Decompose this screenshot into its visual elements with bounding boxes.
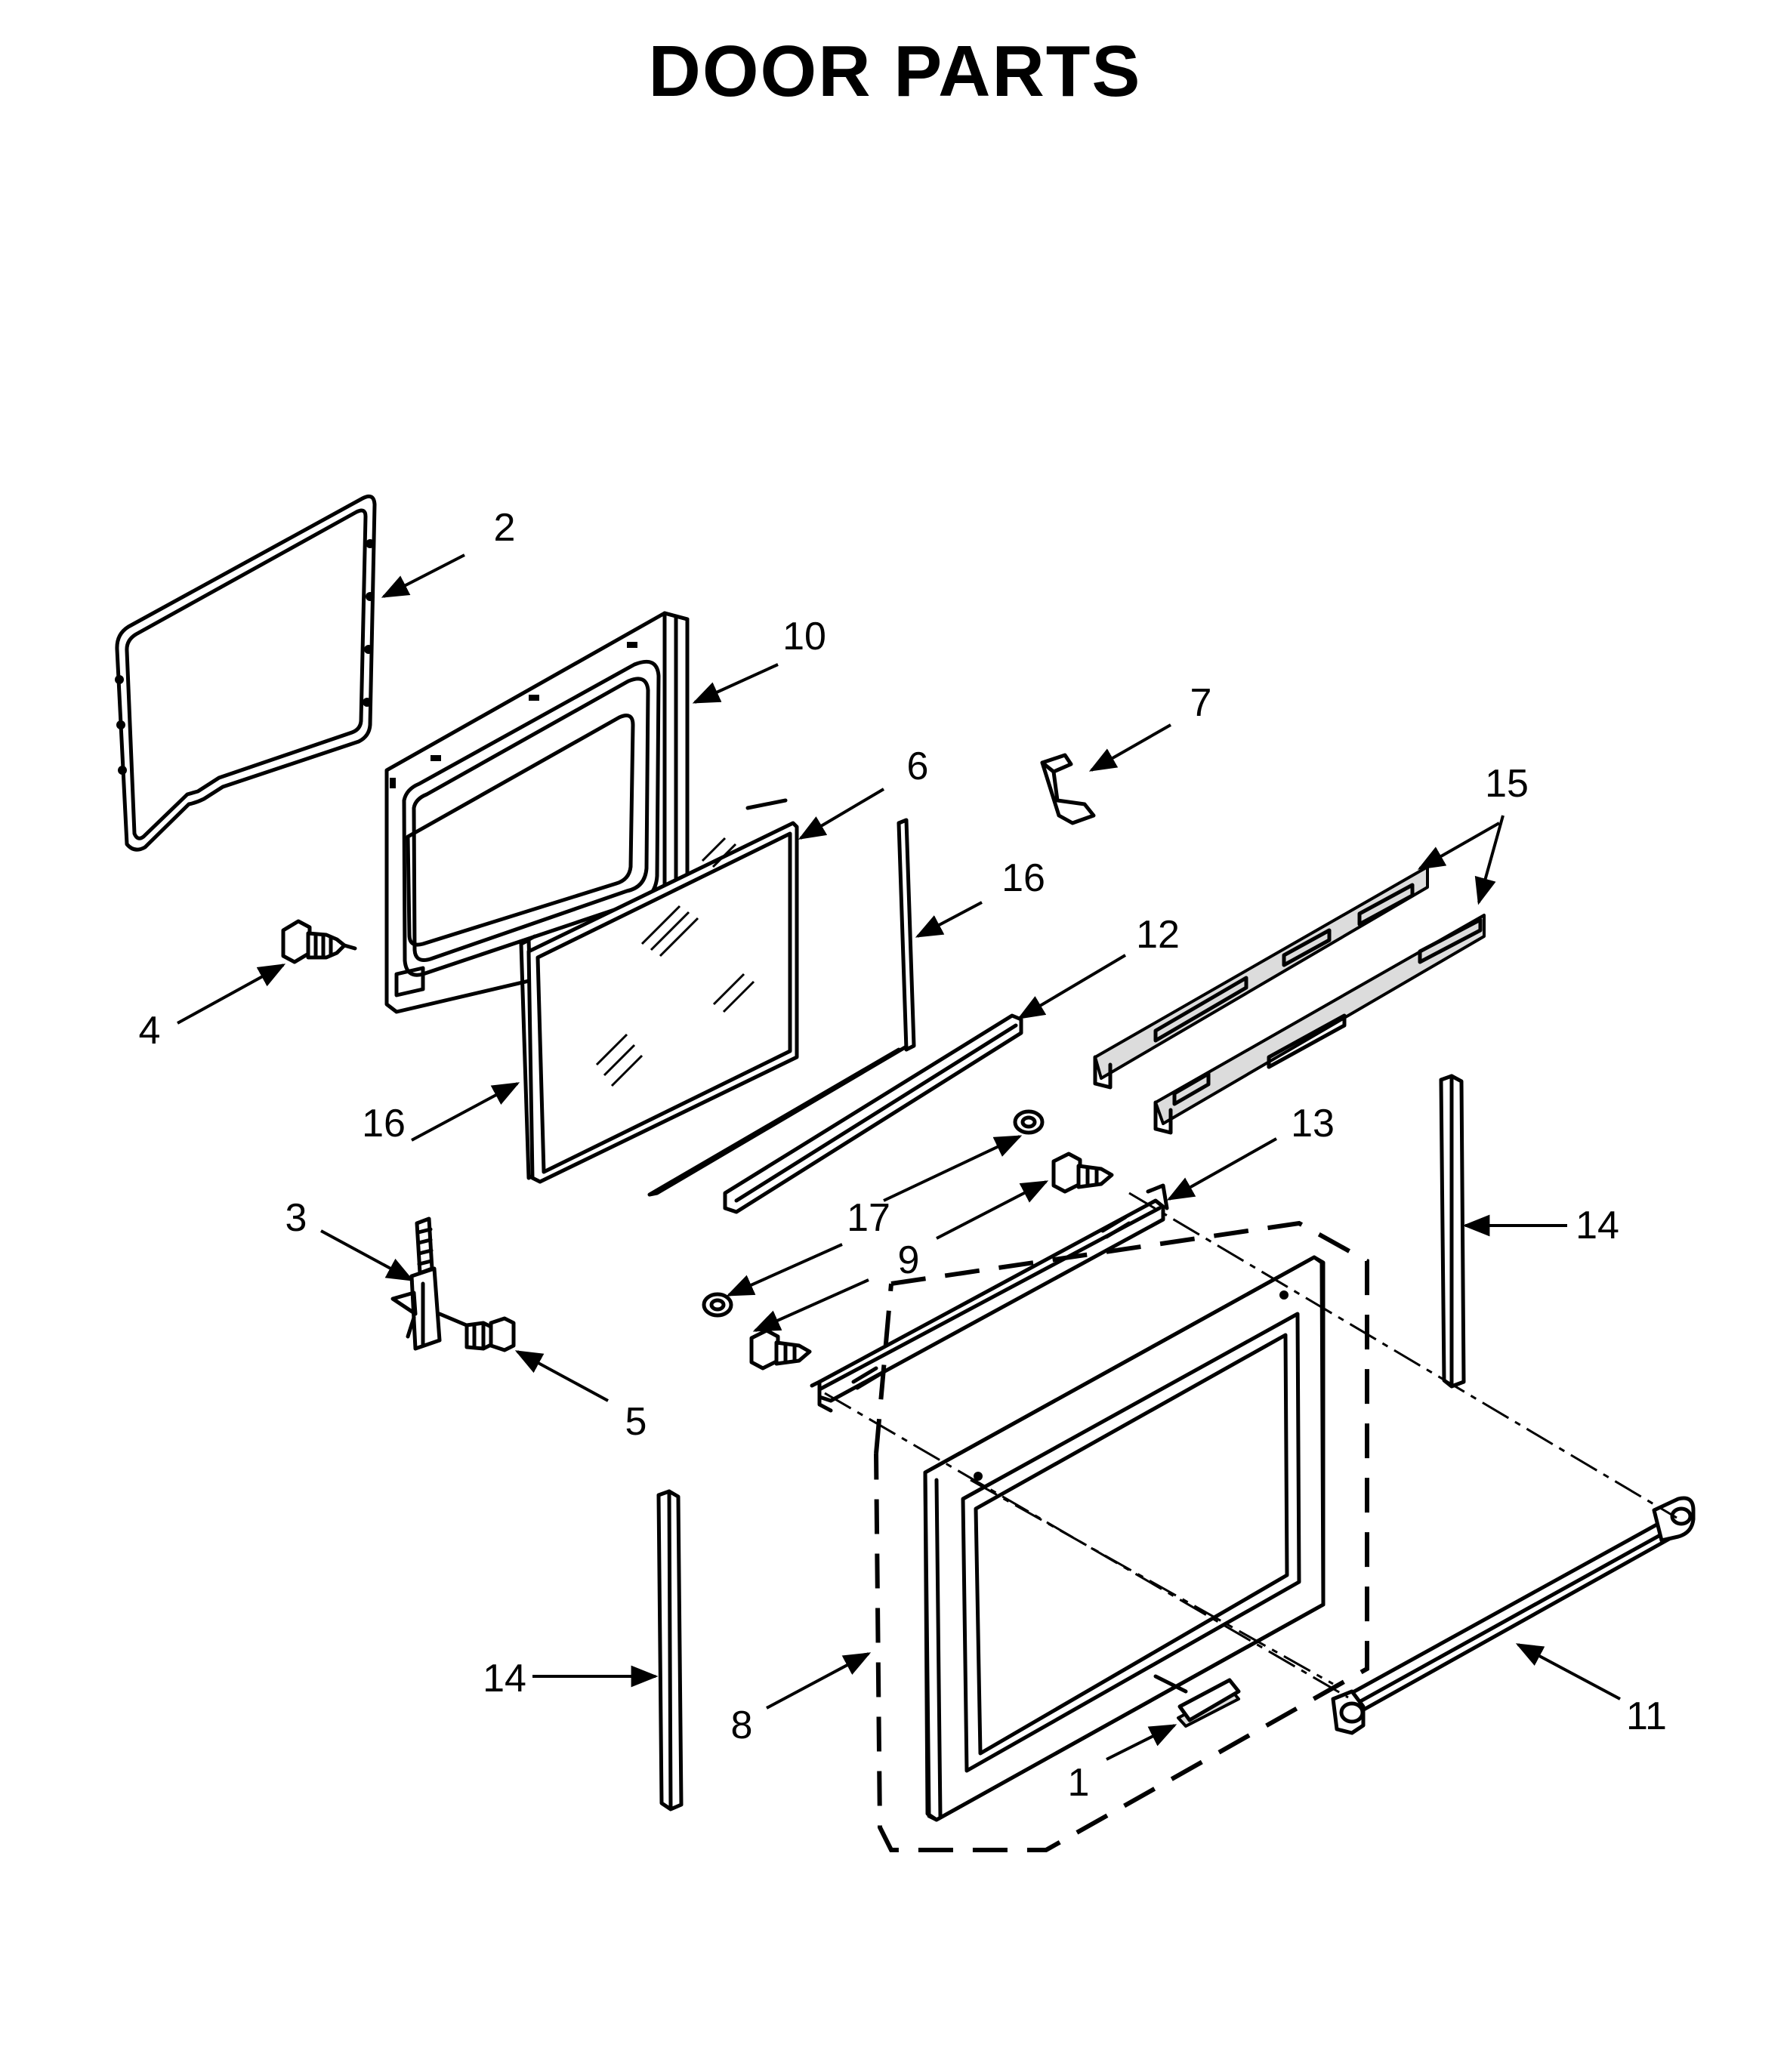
callout-labels: 2 10 6 7 15 16 12 4 16 13 17 9 3 5 14 14… (139, 506, 1667, 1805)
callout-3: 3 (285, 1196, 307, 1240)
glass-seal-right-part (647, 818, 916, 1197)
callout-10: 10 (782, 615, 826, 658)
side-trim-left-part (656, 1489, 684, 1811)
callout-16-left: 16 (362, 1102, 406, 1145)
leader-lines (177, 553, 1621, 1761)
callout-2: 2 (494, 506, 516, 550)
callout-8: 8 (731, 1704, 753, 1747)
door-glass-part (526, 798, 799, 1184)
door-gasket-part (115, 494, 377, 852)
callout-9: 9 (898, 1238, 920, 1282)
callout-14-left: 14 (483, 1657, 526, 1700)
callout-17: 17 (847, 1196, 890, 1240)
callout-4: 4 (139, 1009, 161, 1053)
callout-5: 5 (625, 1400, 647, 1444)
hinge-screw-upper-part (1051, 1152, 1114, 1194)
callout-1: 1 (1068, 1761, 1090, 1805)
door-rail-lower-part (1153, 914, 1486, 1135)
callout-16-right: 16 (1001, 856, 1045, 900)
callout-15: 15 (1485, 762, 1529, 806)
hinge-screw-part-5 (437, 1312, 516, 1352)
door-rail-upper-part (1093, 865, 1429, 1090)
grommet-lower-part (702, 1292, 733, 1318)
hinge-bracket-part (810, 1183, 1169, 1413)
door-hinge-part (390, 1216, 442, 1351)
hinge-screw-lower-part (749, 1328, 812, 1371)
callout-7: 7 (1190, 681, 1212, 725)
bottom-trim-part (723, 1013, 1023, 1214)
callout-13: 13 (1291, 1102, 1335, 1145)
screw-part-4 (281, 919, 357, 964)
grommet-upper-part (1013, 1109, 1045, 1135)
callout-14-right: 14 (1576, 1204, 1619, 1247)
badge-part (1153, 1674, 1241, 1728)
callout-11: 11 (1626, 1694, 1667, 1738)
callout-6: 6 (907, 745, 929, 788)
callout-12: 12 (1136, 913, 1180, 957)
clip-part-7 (1040, 753, 1096, 825)
side-trim-right-part (1439, 1074, 1466, 1389)
door-handle-part (1331, 1496, 1696, 1735)
outer-door-panel-part (874, 1220, 1369, 1852)
alignment-lines (824, 1192, 1677, 1699)
page-title: DOOR PARTS (648, 31, 1142, 112)
